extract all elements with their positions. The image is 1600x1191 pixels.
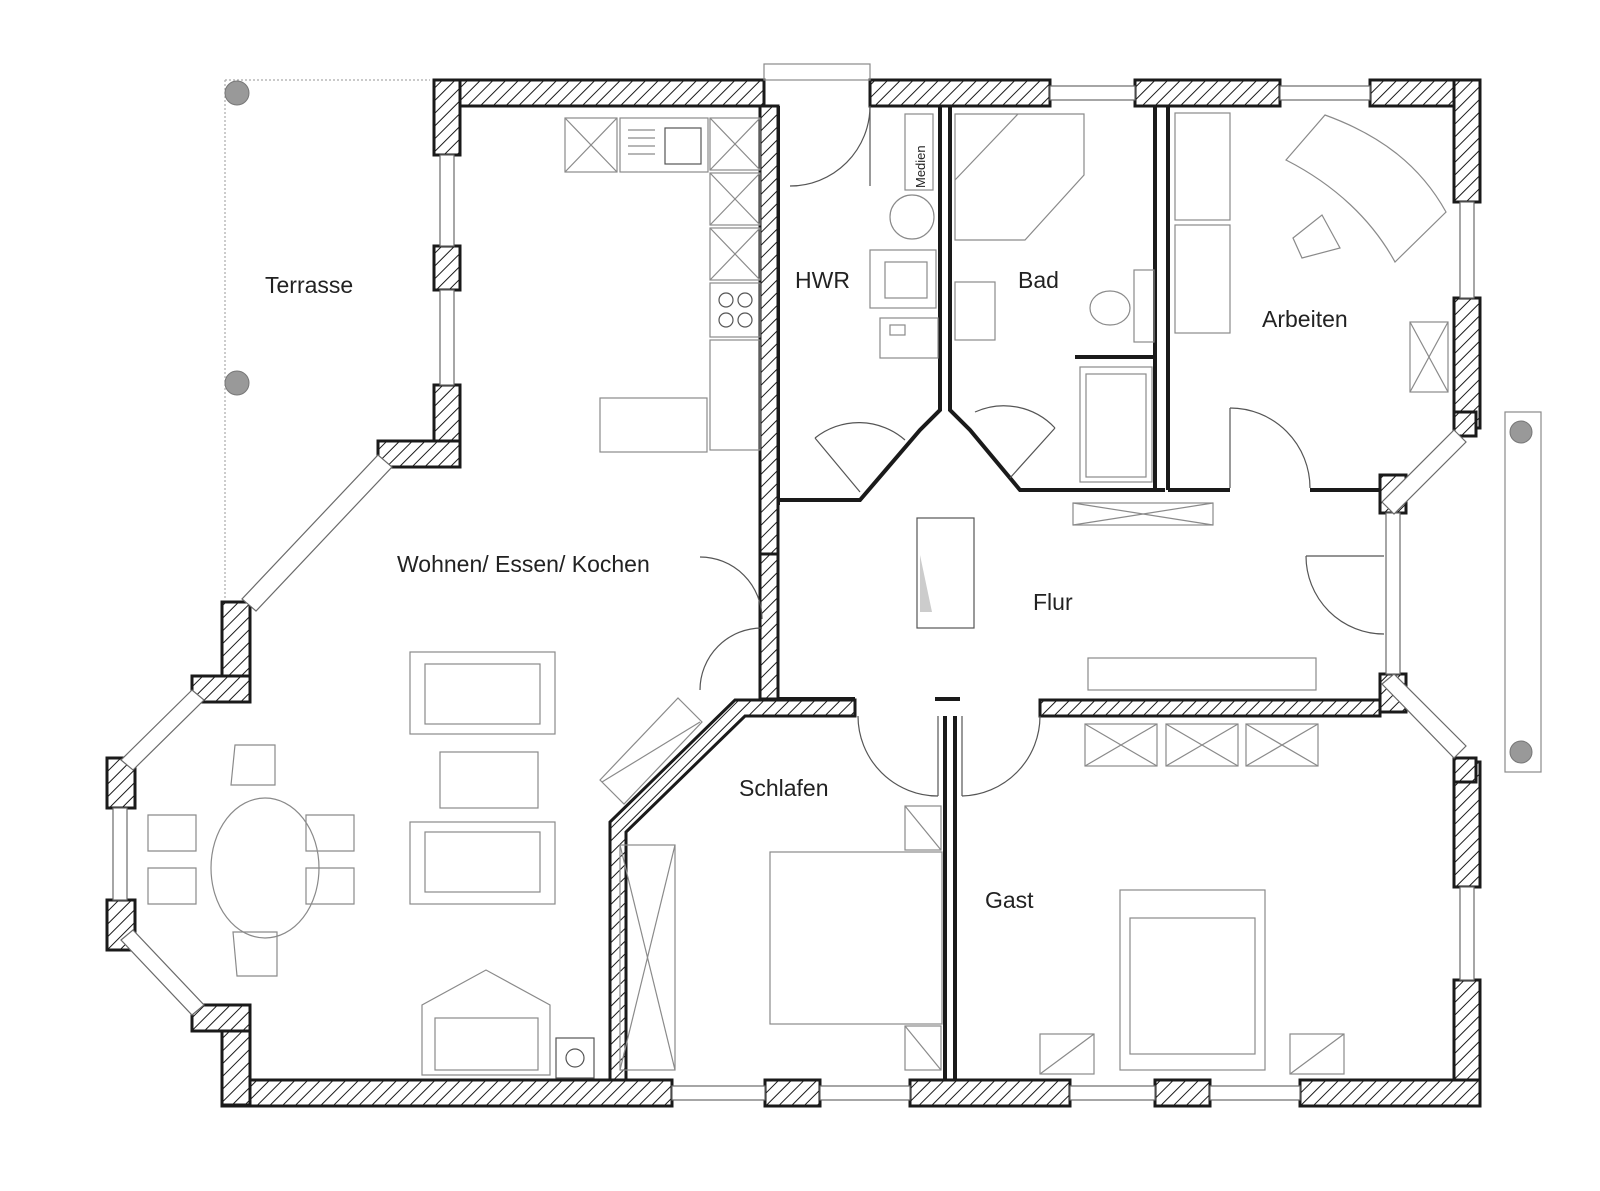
interior-walls bbox=[608, 104, 1382, 1082]
room-label-arbeiten: Arbeiten bbox=[1262, 306, 1348, 332]
window bbox=[439, 289, 455, 386]
window bbox=[1279, 85, 1371, 101]
windows bbox=[112, 85, 1475, 1101]
room-labels: Terrasse HWR Bad Arbeiten Wohnen/ Essen/… bbox=[265, 267, 1348, 913]
room-label-hwr: HWR bbox=[795, 267, 850, 293]
office-furniture bbox=[1174, 112, 1449, 393]
hwr-furniture: Medien bbox=[869, 113, 939, 359]
window bbox=[1209, 1085, 1301, 1101]
window bbox=[241, 454, 393, 612]
window bbox=[1381, 673, 1467, 759]
guest-furniture bbox=[1039, 723, 1345, 1075]
exterior-walls bbox=[105, 78, 1482, 1108]
doors bbox=[699, 105, 1385, 797]
window bbox=[1049, 85, 1136, 101]
living-furniture bbox=[409, 651, 703, 1079]
bedroom-furniture bbox=[619, 805, 943, 1071]
terrace bbox=[224, 79, 430, 600]
window bbox=[1385, 512, 1401, 675]
window bbox=[1069, 1085, 1156, 1101]
hall-furniture bbox=[916, 502, 1317, 691]
kitchen-furniture bbox=[564, 117, 761, 453]
room-label-flur: Flur bbox=[1033, 589, 1073, 615]
window bbox=[439, 154, 455, 247]
room-label-terrasse: Terrasse bbox=[265, 272, 353, 298]
window bbox=[1459, 201, 1475, 299]
dining-furniture bbox=[147, 744, 355, 977]
window bbox=[1381, 429, 1467, 515]
window bbox=[1459, 886, 1475, 981]
entrance-post bbox=[1509, 740, 1533, 764]
window bbox=[671, 1085, 766, 1101]
terrace-post bbox=[224, 80, 250, 106]
window bbox=[120, 689, 205, 771]
entrance-post bbox=[1509, 420, 1533, 444]
room-label-wohnen: Wohnen/ Essen/ Kochen bbox=[397, 551, 650, 577]
window bbox=[120, 929, 205, 1016]
window bbox=[112, 807, 128, 901]
room-label-medien: Medien bbox=[913, 145, 928, 188]
entrance-landing bbox=[1504, 411, 1542, 773]
terrace-post bbox=[224, 370, 250, 396]
room-label-schlafen: Schlafen bbox=[739, 775, 829, 801]
room-label-bad: Bad bbox=[1018, 267, 1059, 293]
window bbox=[819, 1085, 911, 1101]
room-label-gast: Gast bbox=[985, 887, 1034, 913]
bath-furniture bbox=[954, 113, 1155, 483]
